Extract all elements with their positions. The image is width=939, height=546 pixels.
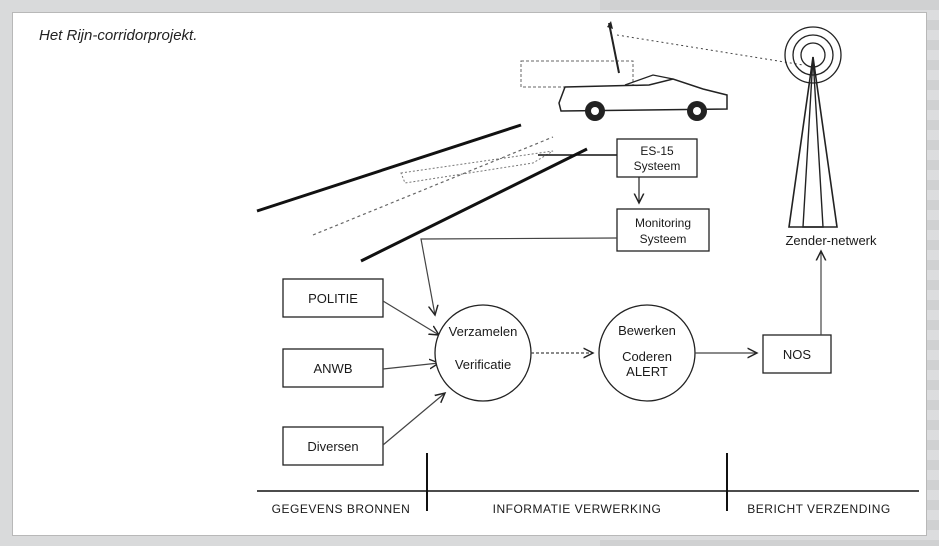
svg-text:Coderen: Coderen (622, 349, 672, 364)
nos-box: NOS (763, 335, 831, 373)
transmitter-tower-icon (785, 27, 841, 227)
source-box-diversen: Diversen (283, 427, 383, 465)
svg-text:ANWB: ANWB (314, 361, 353, 376)
svg-text:Systeem: Systeem (640, 232, 687, 246)
monitoring-system-box: Monitoring Systeem (617, 209, 709, 251)
road-illustration (257, 125, 617, 261)
svg-text:Systeem: Systeem (634, 159, 681, 173)
verzamelen-verificatie-node: Verzamelen Verificatie (435, 305, 531, 401)
svg-text:ES-15: ES-15 (640, 144, 674, 158)
svg-text:ALERT: ALERT (626, 364, 668, 379)
phase-label-bericht-verzending: BERICHT VERZENDING (747, 502, 890, 516)
rijn-corridor-diagram: Zender-netwerk ES-15 Systeem Monitoring … (13, 13, 926, 535)
es15-system-box: ES-15 Systeem (617, 139, 697, 177)
zender-netwerk-label: Zender-netwerk (785, 233, 877, 248)
phase-label-gegevens-bronnen: GEGEVENS BRONNEN (272, 502, 411, 516)
svg-text:Bewerken: Bewerken (618, 323, 676, 338)
figure-caption: Het Rijn-corridorprojekt. (39, 27, 197, 44)
svg-text:Verzamelen: Verzamelen (449, 324, 518, 339)
car-icon (521, 21, 803, 121)
svg-text:Verificatie: Verificatie (455, 357, 511, 372)
phase-label-informatie-verwerking: INFORMATIE VERWERKING (493, 502, 662, 516)
source-box-politie: POLITIE (283, 279, 383, 317)
svg-text:Diversen: Diversen (307, 439, 358, 454)
source-box-anwb: ANWB (283, 349, 383, 387)
svg-text:POLITIE: POLITIE (308, 291, 358, 306)
svg-text:NOS: NOS (783, 347, 812, 362)
bewerken-coderen-node: Bewerken Coderen ALERT (599, 305, 695, 401)
svg-text:Monitoring: Monitoring (635, 216, 691, 230)
figure-panel: Het Rijn-corridorprojekt. (12, 12, 927, 536)
